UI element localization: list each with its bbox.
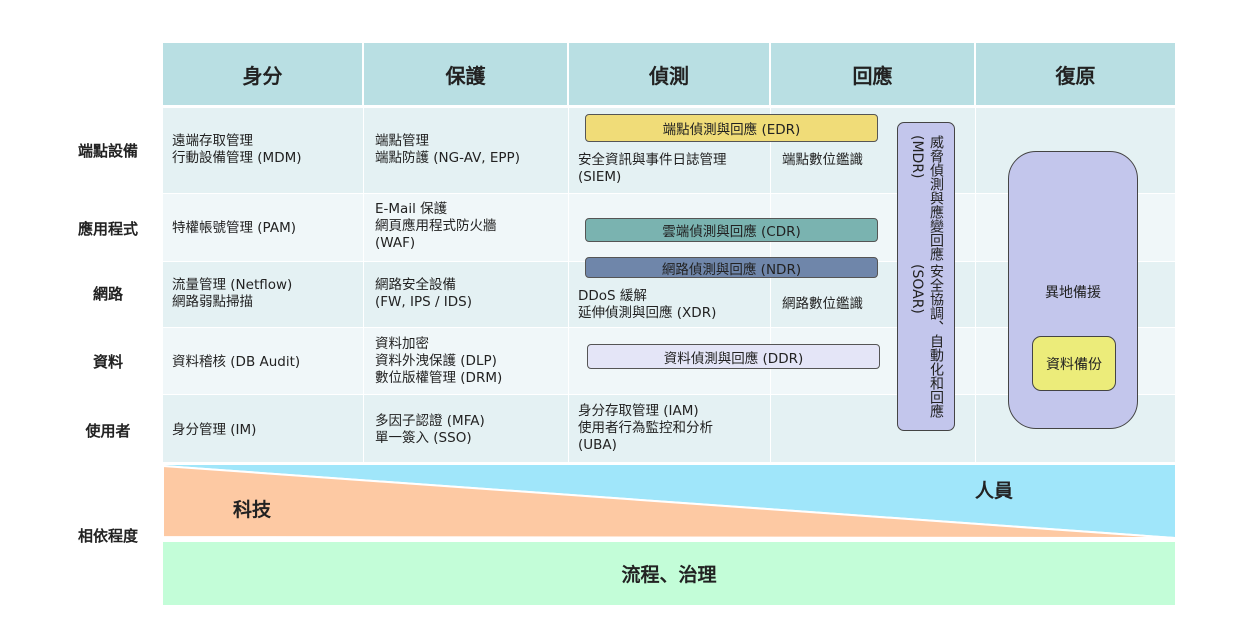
dependency-triangles	[163, 465, 1175, 537]
cell-network-forensics: 網路數位鑑識	[782, 296, 863, 312]
cell-siem: 安全資訊與事件日誌管理 (SIEM)	[578, 152, 727, 185]
cell-identity-network: 流量管理 (Netflow) 網路弱點掃描	[172, 277, 293, 310]
row-label-data: 資料	[92, 353, 123, 371]
cell-protect-user: 多因子認證 (MFA) 單一簽入 (SSO)	[375, 413, 485, 446]
offsite-backup-box: 異地備援 資料備份	[1008, 151, 1138, 429]
soar-label: 安全協調、自動化和回應 (SOAR)	[909, 263, 944, 418]
data-backup-box: 資料備份	[1032, 336, 1116, 391]
ndr-bar: 網路偵測與回應 (NDR)	[585, 257, 878, 278]
divider	[770, 108, 771, 462]
row-label-network: 網路	[92, 285, 123, 303]
process-governance-bar: 流程、治理	[163, 542, 1175, 605]
mdr-soar-box: 威脅偵測與應變回應 (MDR) 安全協調、自動化和回應 (SOAR)	[897, 122, 955, 431]
column-header-recover: 復原	[976, 43, 1175, 105]
cell-protect-endpoint: 端點管理 端點防護 (NG-AV, EPP)	[375, 133, 520, 166]
column-header-protect: 保護	[364, 43, 567, 105]
cell-iam-uba: 身分存取管理 (IAM) 使用者行為監控和分析 (UBA)	[578, 403, 713, 453]
cdr-bar: 雲端偵測與回應 (CDR)	[585, 218, 878, 242]
column-header-detect: 偵測	[569, 43, 769, 105]
people-label: 人員	[975, 480, 1014, 502]
cell-protect-application: E-Mail 保護 網頁應用程式防火牆 (WAF)	[375, 201, 497, 251]
cell-ddos-xdr: DDoS 緩解 延伸偵測與回應 (XDR)	[578, 288, 717, 321]
tech-label: 科技	[233, 499, 272, 521]
cell-endpoint-forensics: 端點數位鑑識	[782, 152, 863, 168]
ddr-bar: 資料偵測與回應 (DDR)	[587, 344, 880, 369]
cell-identity-user: 身分管理 (IM)	[172, 422, 257, 438]
cell-identity-data: 資料稽核 (DB Audit)	[172, 354, 301, 370]
row-label-user: 使用者	[85, 422, 131, 440]
row-label-application: 應用程式	[77, 220, 138, 238]
dependency-label: 相依程度	[77, 527, 138, 545]
tech-triangle	[163, 465, 1175, 537]
column-header-respond: 回應	[771, 43, 974, 105]
cell-protect-data: 資料加密 資料外洩保護 (DLP) 數位版權管理 (DRM)	[375, 336, 503, 386]
cell-identity-application: 特權帳號管理 (PAM)	[172, 220, 296, 236]
divider	[363, 108, 364, 462]
mdr-label: 威脅偵測與應變回應 (MDR)	[909, 135, 944, 261]
column-header-identity: 身分	[163, 43, 362, 105]
cell-identity-endpoint: 遠端存取管理 行動設備管理 (MDM)	[172, 133, 302, 166]
row-bg-user	[163, 395, 1175, 462]
edr-bar: 端點偵測與回應 (EDR)	[585, 114, 878, 142]
cell-protect-network: 網路安全設備 (FW, IPS / IDS)	[375, 277, 472, 310]
row-label-endpoint: 端點設備	[77, 142, 138, 160]
divider	[975, 108, 976, 462]
divider	[568, 108, 569, 462]
offsite-backup-label: 異地備援	[1045, 285, 1101, 301]
